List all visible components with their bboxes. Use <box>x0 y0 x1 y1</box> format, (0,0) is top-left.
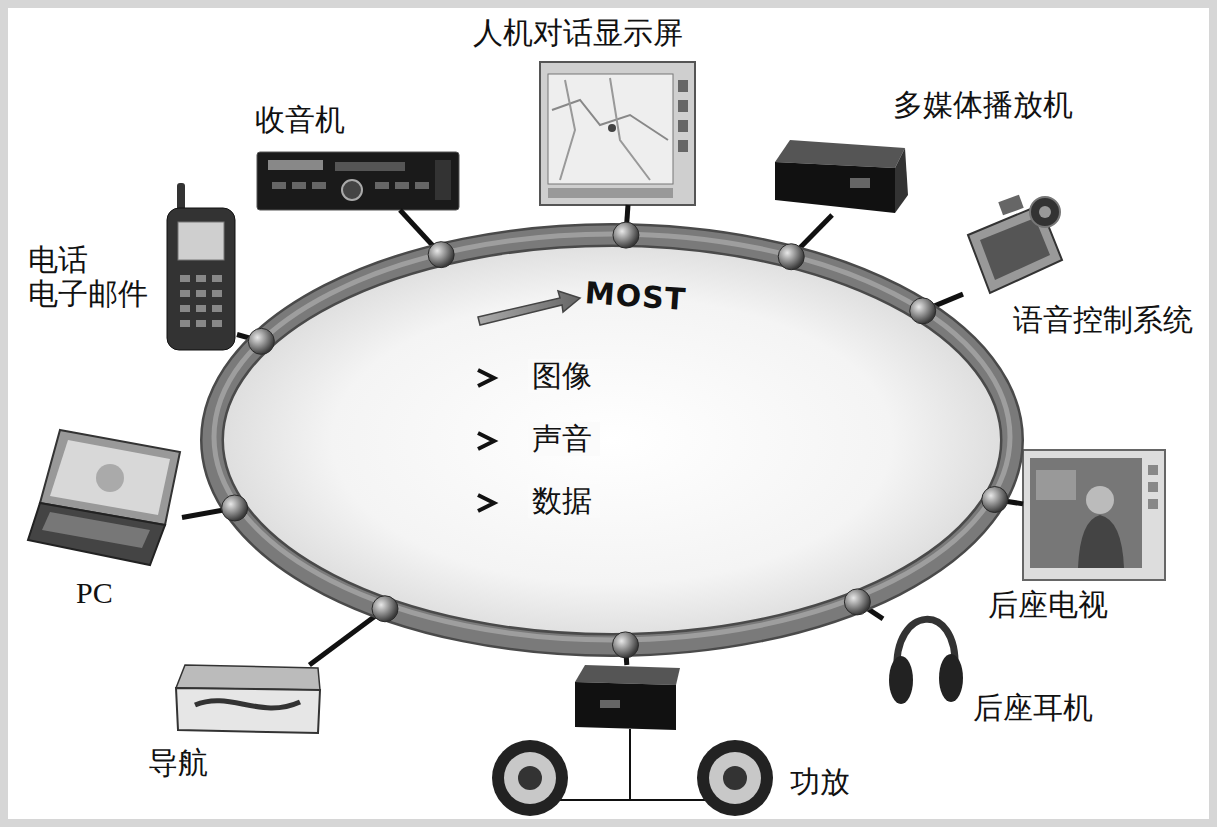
headphones-picture <box>889 619 963 704</box>
content-item: 声音 <box>528 422 600 456</box>
amplifier-picture <box>575 665 680 730</box>
device-area <box>540 62 695 205</box>
ring-joint <box>372 596 398 622</box>
ring-joint <box>778 244 804 270</box>
device-node: 电话 电子邮件 <box>28 183 237 350</box>
device-label: 收音机 <box>255 103 345 137</box>
device-area <box>1023 450 1165 580</box>
frame <box>4 4 1213 823</box>
device-label: 功放 <box>790 765 850 799</box>
device-node: 收音机 <box>255 103 459 210</box>
ring-joint <box>613 222 639 248</box>
radio-picture <box>257 152 459 210</box>
bullet-chevrons <box>478 370 494 511</box>
bus-name: MOST <box>584 276 688 317</box>
ring-joint <box>428 242 454 268</box>
device-node: 功放 <box>573 665 850 799</box>
device-node: 导航 <box>148 665 321 780</box>
device-label: 人机对话显示屏 <box>473 16 683 50</box>
device-node: 多媒体播放机 <box>772 88 1073 215</box>
device-label: PC <box>76 576 113 610</box>
device-area <box>883 612 963 707</box>
speaker-picture <box>492 740 773 816</box>
rear-tv-picture <box>1023 450 1165 580</box>
speaker-wires <box>560 729 705 800</box>
device-area <box>963 195 1068 295</box>
device-node: 人机对话显示屏 <box>473 16 695 205</box>
ring-highlight <box>214 234 1010 640</box>
content-item: 数据 <box>528 484 600 518</box>
phone-picture <box>167 183 235 350</box>
device-label: 导航 <box>148 746 208 780</box>
ring-ground <box>212 235 1012 645</box>
ring-joint <box>612 632 638 658</box>
device-node: 后座耳机 <box>883 612 1093 725</box>
device-label: 语音控制系统 <box>1013 303 1193 337</box>
device-area <box>257 152 459 210</box>
ring-joint <box>982 487 1008 513</box>
navigation-picture <box>176 665 320 733</box>
device-label: 多媒体播放机 <box>893 88 1073 122</box>
content-item: 图像 <box>528 359 600 393</box>
voice-control-picture <box>968 195 1062 293</box>
device-label: 电话 电子邮件 <box>28 243 160 310</box>
device-node: PC <box>30 428 182 610</box>
device-label: 后座耳机 <box>973 691 1093 725</box>
laptop-picture <box>28 430 180 565</box>
ring-joint <box>910 298 936 324</box>
direction-arrow <box>478 291 580 325</box>
device-label: 后座电视 <box>988 588 1108 622</box>
device-area <box>772 140 910 215</box>
device-area <box>176 665 321 733</box>
device-node: 语音控制系统 <box>963 195 1193 337</box>
ring-joint <box>222 495 248 521</box>
device-node: 后座电视 <box>988 450 1165 622</box>
bus-ring: MOST 图像声音数据 <box>200 223 1024 657</box>
display-screen-picture <box>540 62 695 205</box>
device-area <box>573 665 683 731</box>
device-area <box>30 428 182 568</box>
media-player-picture <box>775 140 908 213</box>
device-area <box>165 183 237 350</box>
ring-joint <box>844 589 870 615</box>
ring-joint <box>248 328 274 354</box>
ring-band-edge <box>212 235 1012 645</box>
ring-band <box>212 235 1012 645</box>
